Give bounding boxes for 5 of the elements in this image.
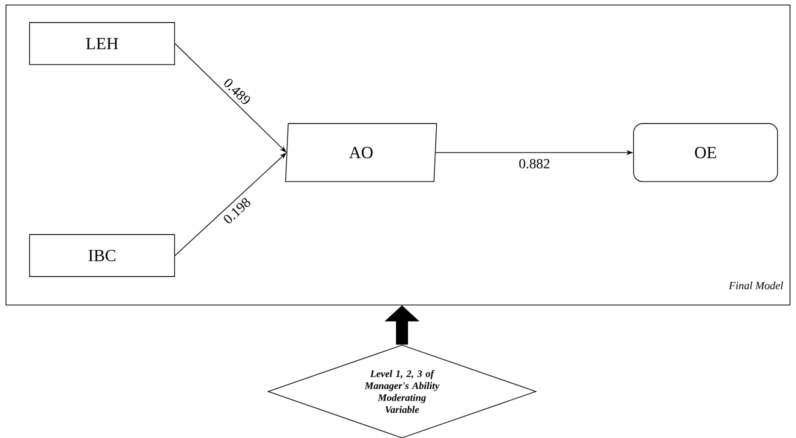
variable-parallelogram: AO <box>285 123 438 182</box>
edge-label: 0.882 <box>516 156 552 170</box>
variable-box: LEH <box>29 22 175 65</box>
variable-box: IBC <box>29 234 175 277</box>
outcome-box: OE <box>633 123 778 182</box>
